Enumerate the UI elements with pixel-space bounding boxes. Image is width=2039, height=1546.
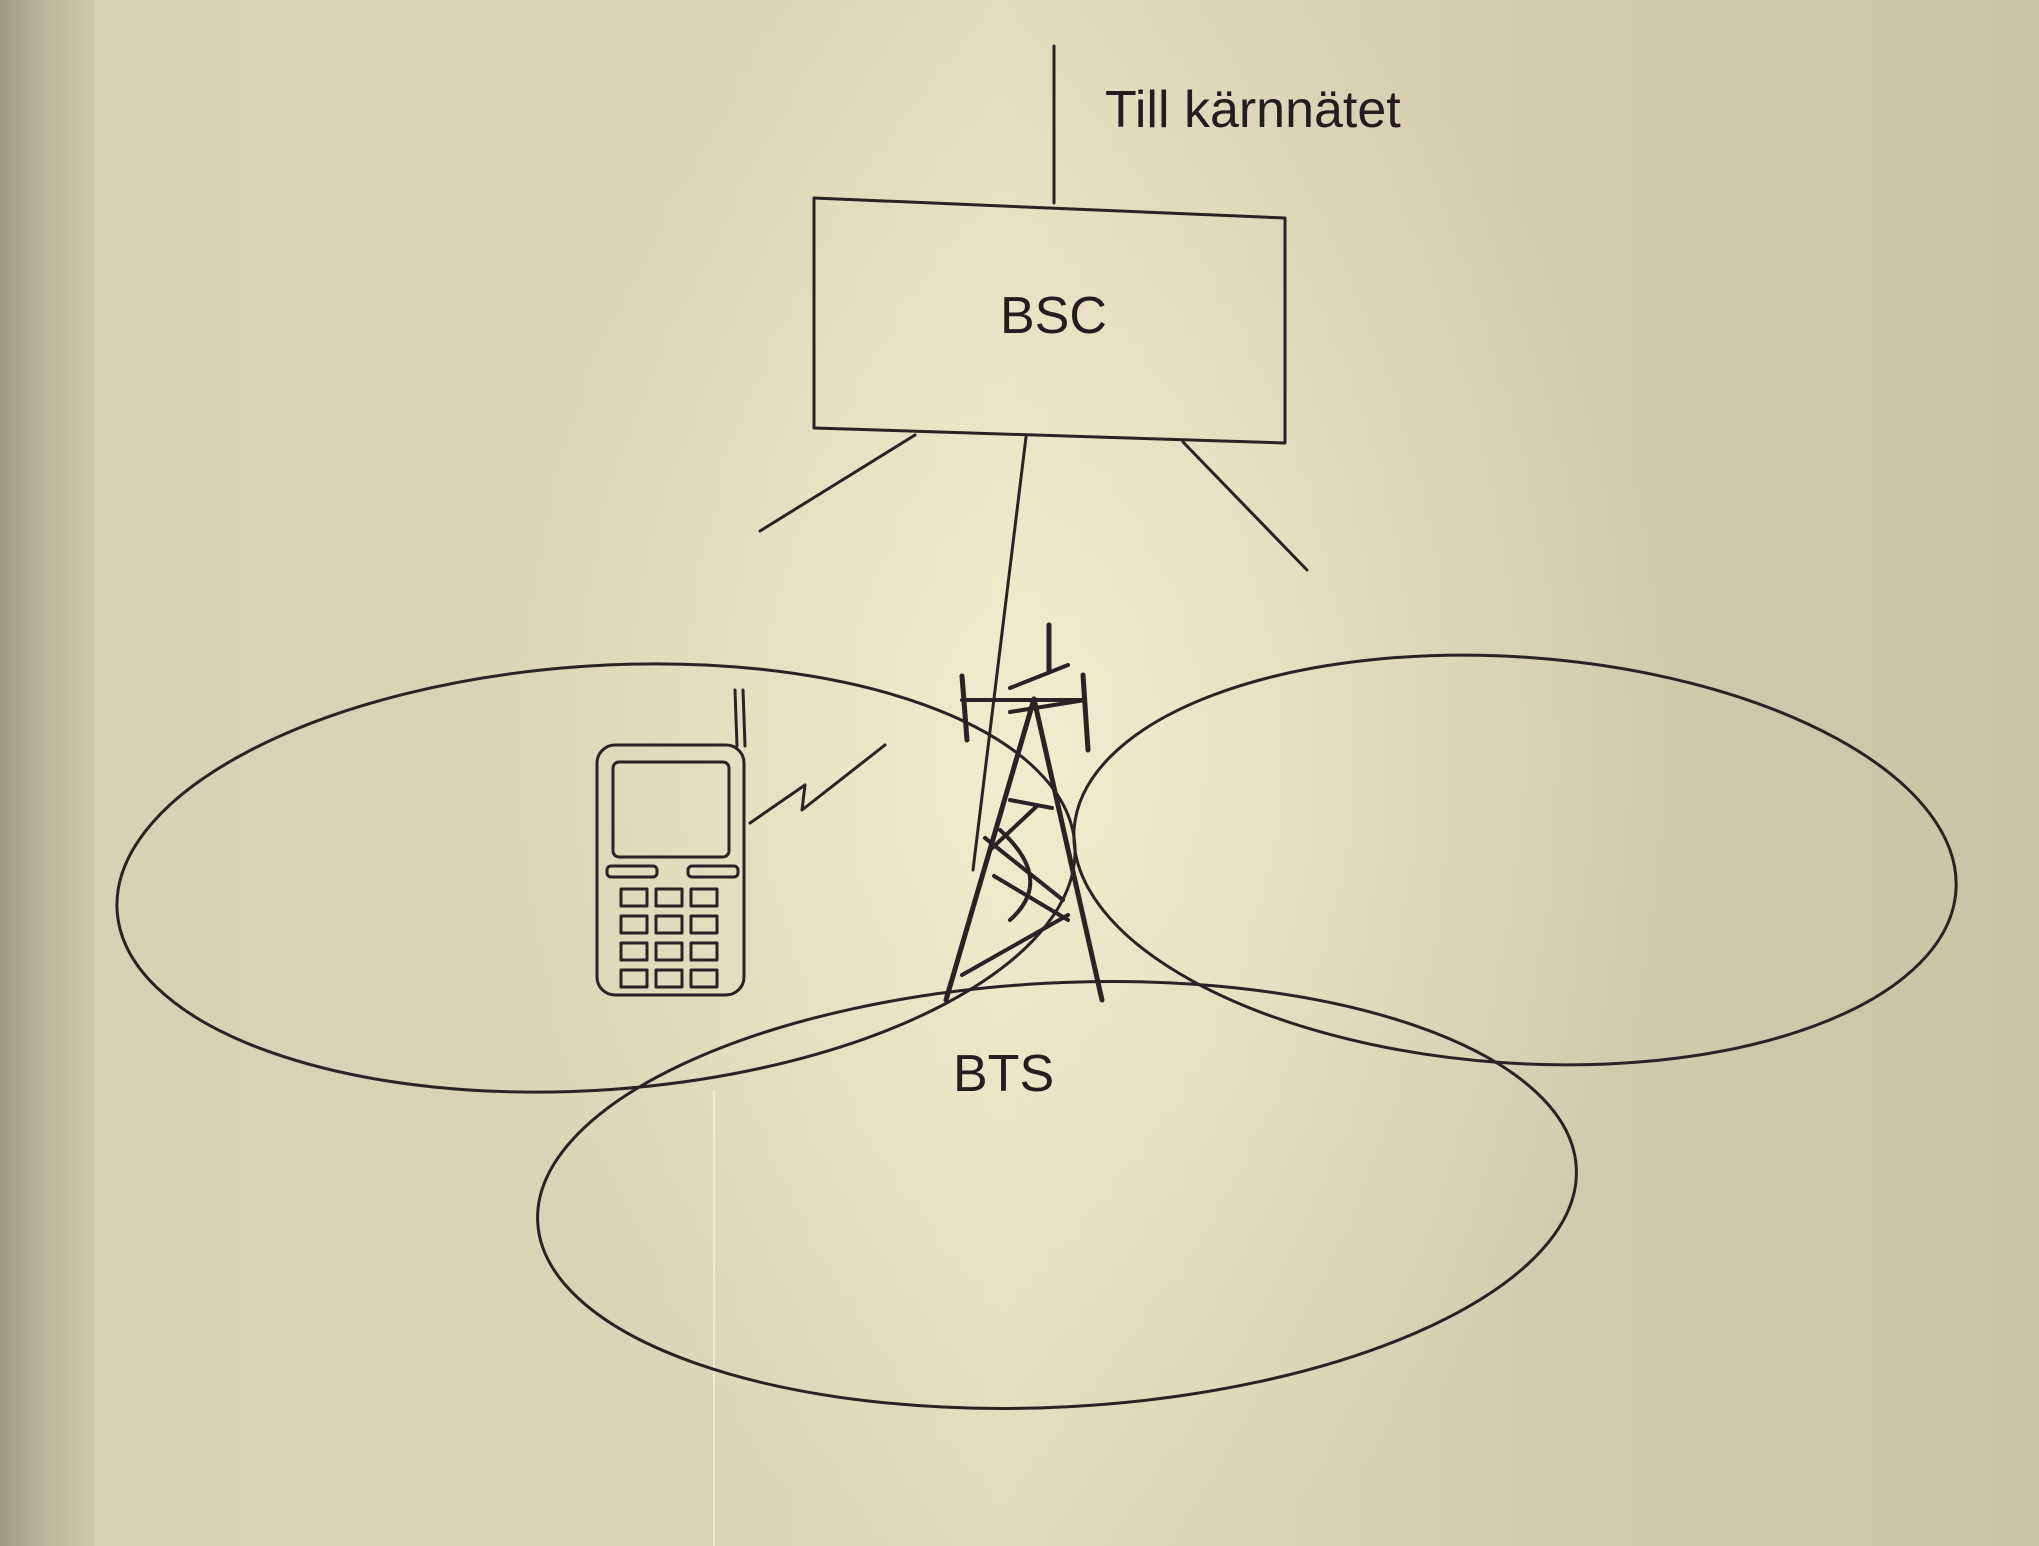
bsc-link-right	[1181, 440, 1309, 572]
coverage-cell-right	[1072, 653, 1958, 1067]
bts-label: BTS	[953, 1045, 1055, 1103]
radio-signal-icon	[748, 743, 887, 825]
bsc-link-left	[758, 433, 917, 533]
phone-keypad	[619, 887, 719, 989]
bsc-link-bts	[971, 435, 1028, 872]
page-edge	[0, 0, 95, 1546]
coverage-cell-bottom	[536, 980, 1578, 1410]
cell-tower-icon	[943, 622, 1105, 1003]
page-crease	[713, 1090, 715, 1546]
mobile-phone-icon	[595, 688, 747, 997]
core-network-label: Till kärnnätet	[1105, 81, 1401, 139]
bsc-box	[812, 196, 1287, 445]
bsc-label: BSC	[1000, 287, 1107, 345]
